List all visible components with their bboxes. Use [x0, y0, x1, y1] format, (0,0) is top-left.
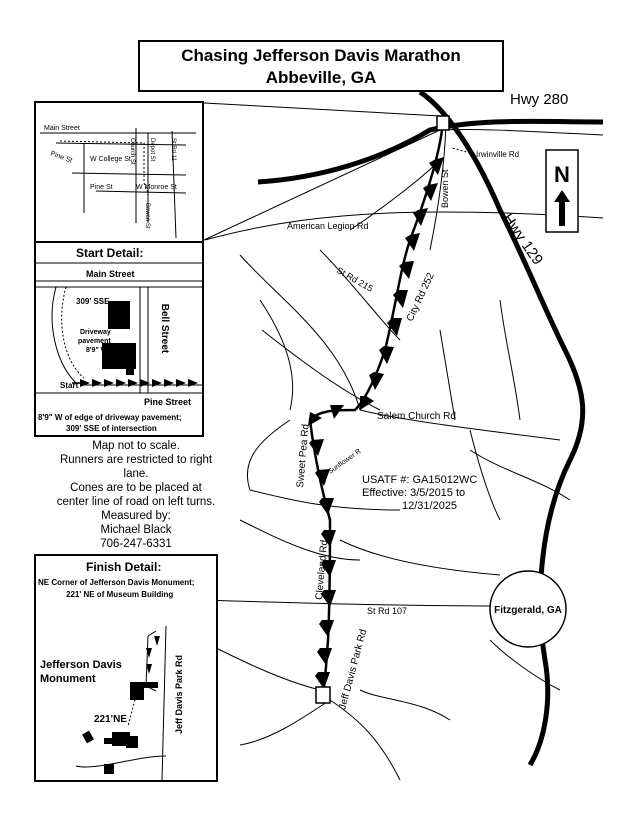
- inset-pine-st-2: Pine St: [90, 184, 113, 191]
- start-detail-panel: Start Detail: Main Street Bell Street 30…: [34, 241, 204, 437]
- city-rd-252-label: City Rd 252: [405, 271, 437, 323]
- start-caption-2: 309' SSE of intersection: [66, 424, 157, 433]
- hwy-280-label: Hwy 280: [510, 91, 568, 108]
- note-line: Map not to scale.: [92, 440, 180, 452]
- note-line: lane.: [123, 468, 149, 480]
- inset-connector-top: [203, 102, 441, 117]
- city-label: Fitzgerald, GA: [494, 605, 562, 616]
- note-line: center line of road on left turns.: [56, 496, 216, 508]
- finish-detail-panel: Finish Detail: NE Corner of Jefferson Da…: [34, 554, 218, 782]
- north-arrow: [545, 149, 579, 233]
- fitzgerald-circle: [489, 570, 567, 648]
- note-line: Cones are to be placed at: [70, 482, 202, 494]
- note-line: Measured by:: [101, 510, 171, 522]
- town-inset-panel: Main Street Pine St W College St Church …: [34, 101, 204, 243]
- usatf-effective: Effective: 3/5/2015 to: [362, 487, 466, 499]
- start-pine-street: Pine Street: [144, 397, 192, 407]
- map-notes: Map not to scale. Runners are restricted…: [36, 439, 236, 551]
- hwy-280-road: [257, 118, 604, 185]
- north-label: N: [554, 162, 570, 187]
- finish-sub-2: 221' NE of Museum Building: [66, 590, 174, 599]
- route-arrows: [308, 157, 444, 689]
- finish-monument-2: Monument: [40, 673, 96, 685]
- jeff-davis-park-label: Jeff Davis Park Rd: [337, 628, 369, 711]
- finish-detail-title: Finish Detail:: [86, 560, 162, 574]
- salem-church-label: Salem Church Rd: [377, 411, 456, 422]
- finish-dist: 221'NE: [94, 714, 127, 725]
- inset-depot: Depot St: [149, 138, 155, 162]
- inset-church: Church St: [129, 138, 135, 165]
- minor-roads: [199, 121, 604, 781]
- sweet-pea-label: Sweet Pea Rd: [295, 424, 312, 489]
- usatf-number: USATF #: GA15012WC: [362, 474, 478, 486]
- start-pavement: pavement: [78, 338, 111, 345]
- race-title: Chasing Jefferson Davis Marathon: [181, 46, 461, 65]
- town-inset-map: Main Street Pine St W College St Church …: [40, 125, 196, 239]
- inset-bowen: Bowen St: [144, 203, 150, 229]
- start-marker-box: [436, 115, 450, 131]
- start-detail-title: Start Detail:: [76, 246, 144, 260]
- inset-main-street: Main Street: [44, 125, 80, 132]
- finish-road: Jeff Davis Park Rd: [174, 654, 184, 734]
- usatf-certification: USATF #: GA15012WC Effective: 3/5/2015 t…: [362, 474, 477, 513]
- cleveland-label: Cleveland Rd: [314, 539, 330, 600]
- finish-sub-1: NE Corner of Jefferson Davis Monument;: [38, 578, 195, 587]
- inset-pine-st: Pine St: [49, 150, 73, 164]
- sunflower-label: Sunflower R: [327, 448, 362, 476]
- start-label: Start: [60, 381, 79, 390]
- usatf-expiry: 12/31/2025: [402, 500, 458, 512]
- hwy-129-road: [418, 89, 586, 767]
- note-line: 706-247-6331: [100, 538, 172, 550]
- finish-marker-box: [315, 686, 331, 704]
- american-legion-label: American Legion Rd: [287, 221, 369, 231]
- start-driveway: Driveway: [80, 329, 111, 336]
- start-detail-map: [36, 262, 202, 394]
- start-dist-89: 8'9" W: [86, 347, 108, 354]
- map-title-box: Chasing Jefferson Davis Marathon Abbevil…: [138, 40, 504, 92]
- start-main-street: Main Street: [86, 269, 135, 279]
- inset-w-college: W College St: [90, 156, 131, 163]
- st-rd-107-label: St Rd 107: [367, 606, 407, 616]
- st-rd-215-label: St Rd 215: [335, 265, 375, 294]
- finish-detail-map: [75, 625, 167, 780]
- inset-st-rd-11: St Rd 11: [170, 138, 176, 162]
- note-line: Michael Black: [100, 524, 172, 536]
- bowen-label: Bowen St: [440, 169, 450, 208]
- start-caption-1: 8'9" W of edge of driveway pavement;: [38, 413, 182, 422]
- race-location: Abbeville, GA: [265, 68, 377, 87]
- inset-w-monroe: W Monroe St: [136, 184, 177, 191]
- start-bell-street: Bell Street: [159, 303, 171, 354]
- note-line: Runners are restricted to right: [59, 454, 213, 466]
- start-dist-309: 309' SSE: [76, 297, 110, 306]
- finish-monument-1: Jefferson Davis: [40, 659, 122, 671]
- irwinville-label: Irwinville Rd: [476, 150, 519, 159]
